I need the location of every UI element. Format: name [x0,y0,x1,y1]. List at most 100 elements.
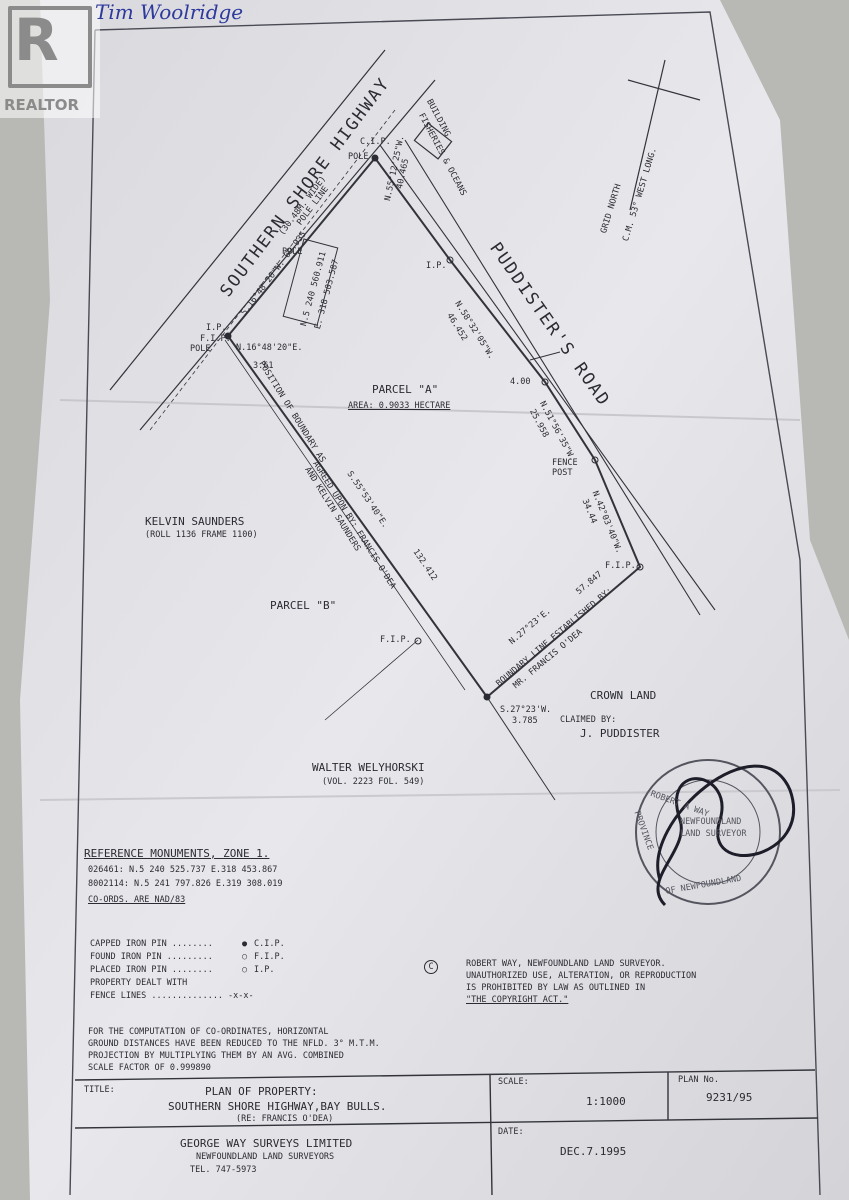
paper-face [20,0,849,1200]
iron-pin [591,456,599,464]
grid-north-arrow [627,79,701,101]
handwritten-name: Tim Woolridge [95,0,244,24]
owner-label: WALTER WELYHORSKI [312,761,425,774]
road-edge [379,144,716,611]
copyright-line: IS PROHIBITED BY LAW AS OUTLINED IN [466,983,646,993]
parcel-b-line [224,339,466,691]
legend-fence: FENCE LINES .............. [90,991,224,1001]
realtor-logo-box [8,6,92,88]
owner-label: KELVIN SAUNDERS [145,515,245,528]
scale-value: 1:1000 [586,1095,626,1108]
legend-fence-code: -x-x- [228,991,254,1001]
pole-label: POLE [282,247,303,257]
ip-label: I.P. [206,323,227,333]
plan-location: SOUTHERN SHORE HIGHWAY,BAY BULLS. [168,1100,387,1113]
fip-label: F.I.P. [200,334,231,344]
computation-note: SCALE FACTOR OF 0.999890 [88,1063,211,1073]
realtor-label: REALTOR [4,96,80,114]
plan-date: DEC.7.1995 [560,1145,627,1158]
fip-label: F.I.P. [380,635,411,645]
pole-label: POLE [190,344,211,354]
title-label: TITLE: [84,1085,115,1095]
legend-capped: CAPPED IRON PIN ........ [90,939,213,949]
fip-label: F.I.P. [605,561,636,571]
stamp-line: NEWFOUNDLAND [680,817,742,827]
realtor-logo-icon: R [14,6,59,74]
title-block-mid [74,1117,819,1129]
plan-title: PLAN OF PROPERTY: [205,1085,318,1098]
plan-border [94,11,821,1196]
legend-found: FOUND IRON PIN ......... [90,952,213,962]
parcel-b-label: PARCEL "B" [270,599,337,612]
legend-placed-code: I.P. [254,965,275,975]
cip-label: C.I.P. [360,137,391,147]
bearing-label: N.16°48'20"E. [236,343,303,353]
plan-client: (RE: FRANCIS O'DEA) [236,1114,334,1124]
computation-note: FOR THE COMPUTATION OF CO-ORDINATES, HOR… [88,1027,329,1037]
coordinate-box [282,238,339,326]
fence-post-label: FENCE POST [552,458,578,479]
plan-number-label: PLAN No. [678,1075,719,1085]
plan-border-left [69,29,96,1196]
iron-pin [414,637,422,645]
copyright-icon: C [424,960,438,974]
offset-mark [529,351,561,361]
offset-label: 4.00 [510,377,531,387]
legend-found-code: F.I.P. [254,952,285,962]
company-subtitle: NEWFOUNDLAND LAND SURVEYORS [196,1152,335,1162]
realtor-watermark: R REALTOR [0,0,100,118]
paper-crease [39,789,841,801]
legend-placed-icon: ○ [242,965,248,975]
reference-row: 8002114: N.5 241 797.826 E.319 308.019 [88,879,283,889]
reference-row: 026461: N.5 240 525.737 E.318 453.867 [88,865,278,875]
grid-north-arrow [629,59,666,211]
owner-reference: (ROLL 1136 FRAME 1100) [145,530,258,540]
pole-label: POLE [348,152,369,162]
paper-crease [59,399,801,421]
road-edge [404,139,701,616]
scale-label: SCALE: [498,1077,529,1087]
legend-capped-code: C.I.P. [254,939,285,949]
boundary-extension [486,696,556,801]
company-phone: TEL. 747-5973 [190,1165,257,1175]
bearing-label: S.27°23'W. [500,705,552,715]
reference-note: CO-ORDS. ARE NAD/83 [88,895,186,905]
claimed-label: CLAIMED BY: [560,715,617,725]
legend-capped-icon: ● [242,939,248,949]
parcel-a-boundary [226,156,642,699]
distance-label: 3.61 [253,361,274,371]
building-footprint [413,122,453,160]
iron-pin [541,378,549,386]
highway-edge [139,79,436,431]
legend-found-icon: ○ [242,952,248,962]
company-name: GEORGE WAY SURVEYS LIMITED [180,1137,353,1150]
distance-label: 3.785 [512,716,538,726]
iron-pin [636,563,644,571]
plan-number: 9231/95 [706,1091,753,1104]
highway-edge [109,49,386,391]
surveyor-signature [656,764,795,907]
date-label: DATE: [498,1127,524,1137]
title-block-divider [489,1074,493,1196]
ip-label: I.P. [426,261,447,271]
title-block-top [74,1069,816,1081]
copyright-line: "THE COPYRIGHT ACT." [466,995,569,1005]
found-iron-pin [224,332,232,340]
claimant-label: J. PUDDISTER [580,727,660,740]
copyright-line: ROBERT WAY, NEWFOUNDLAND LAND SURVEYOR. [466,959,666,969]
parcel-b-line [324,639,419,721]
legend-placed: PLACED IRON PIN ........ [90,965,213,975]
placed-iron-pin [483,693,491,701]
legend-dealt: PROPERTY DEALT WITH [90,978,188,988]
parcel-a-label: PARCEL "A" [372,383,439,396]
reference-title: REFERENCE MONUMENTS, ZONE 1. [84,847,270,860]
owner-label: CROWN LAND [590,689,657,702]
computation-note: GROUND DISTANCES HAVE BEEN REDUCED TO TH… [88,1039,380,1049]
parcel-a-area: AREA: 0.9033 HECTARE [348,401,451,411]
capped-iron-pin [371,154,379,162]
stamp-line: LAND SURVEYOR [680,829,747,839]
owner-reference: (VOL. 2223 FOL. 549) [322,777,425,787]
iron-pin [446,256,454,264]
